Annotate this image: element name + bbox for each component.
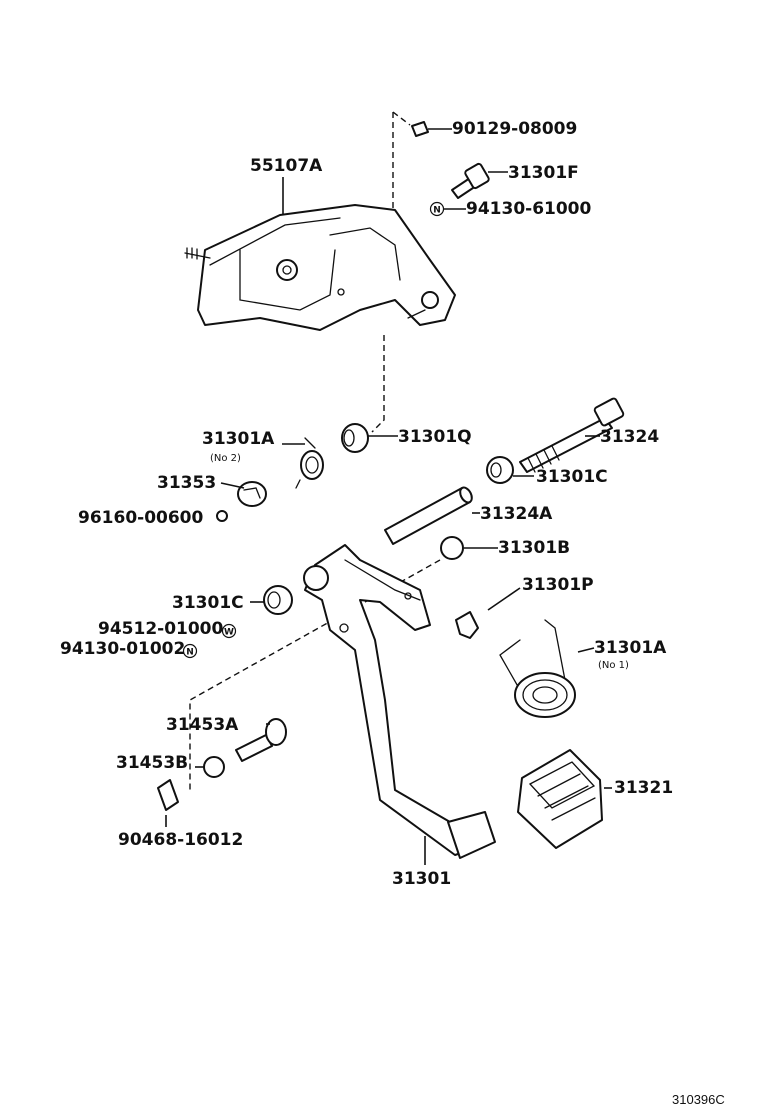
stopper-31353: [237, 481, 267, 507]
label-31353[interactable]: 31353: [157, 473, 216, 493]
collar-31324a: [384, 486, 473, 545]
screw-96160: [216, 510, 228, 522]
label-31321[interactable]: 31321: [614, 778, 673, 798]
label-31453b[interactable]: 31453B: [116, 753, 188, 773]
label-31301q[interactable]: 31301Q: [398, 427, 472, 447]
label-31324[interactable]: 31324: [600, 427, 659, 447]
svg-text:N: N: [433, 206, 441, 216]
bushing-31453b: [203, 756, 225, 778]
label-31324a[interactable]: 31324A: [480, 504, 553, 524]
bushing-31301q: [341, 423, 369, 453]
symbol-n-lower: N: [182, 643, 198, 659]
leader-lines: [165, 128, 612, 865]
label-94130-61000[interactable]: 94130-61000: [466, 199, 592, 219]
clutch-pedal-arm: [303, 544, 471, 856]
label-31301a-no2[interactable]: 31301A: [202, 429, 275, 449]
pin-31453a: [235, 718, 287, 762]
shaft-bolt-31324: [519, 397, 625, 473]
label-55107a[interactable]: 55107A: [250, 156, 323, 176]
svg-text:N: N: [186, 648, 194, 658]
label-31301a-no1[interactable]: 31301A: [594, 638, 667, 658]
label-90468-16012[interactable]: 90468-16012: [118, 830, 243, 850]
label-90129-08009[interactable]: 90129-08009: [452, 119, 577, 139]
bushing-31301c-right: [486, 456, 514, 484]
label-31301[interactable]: 31301: [392, 869, 451, 889]
clip-pin-90468: [157, 779, 179, 811]
label-31301p[interactable]: 31301P: [522, 575, 594, 595]
pedal-foot-end: [447, 811, 496, 859]
label-no2-note: (No 2): [210, 453, 241, 464]
clip-31301p: [455, 611, 479, 639]
label-31301c-right[interactable]: 31301C: [536, 467, 608, 487]
diagram-id: 310396C: [672, 1092, 725, 1107]
cushion-31301b: [440, 536, 464, 560]
symbol-n-top: N: [429, 201, 445, 217]
label-31453a[interactable]: 31453A: [166, 715, 239, 735]
return-spring-no2: [295, 437, 324, 489]
svg-text:W: W: [224, 628, 234, 638]
label-96160-00600[interactable]: 96160-00600: [78, 508, 204, 528]
part-labels: 90129-08009 31301F 94130-61000 55107A 31…: [60, 119, 673, 889]
label-94130-01002[interactable]: 94130-01002: [60, 639, 185, 659]
label-94512-01000[interactable]: 94512-01000: [98, 619, 224, 639]
pedal-pad-31321: [517, 749, 603, 849]
label-no1-note: (No 1): [598, 660, 629, 671]
bolt-90129: [411, 121, 429, 137]
label-31301b[interactable]: 31301B: [498, 538, 570, 558]
label-31301c-left[interactable]: 31301C: [172, 593, 244, 613]
bolt-31301f: [451, 162, 490, 199]
bushing-31301c-left: [263, 585, 293, 615]
return-spring-no1: [499, 619, 576, 718]
symbol-w-washer: W: [221, 623, 237, 639]
label-31301f[interactable]: 31301F: [508, 163, 579, 183]
pedal-bracket: [184, 204, 456, 331]
